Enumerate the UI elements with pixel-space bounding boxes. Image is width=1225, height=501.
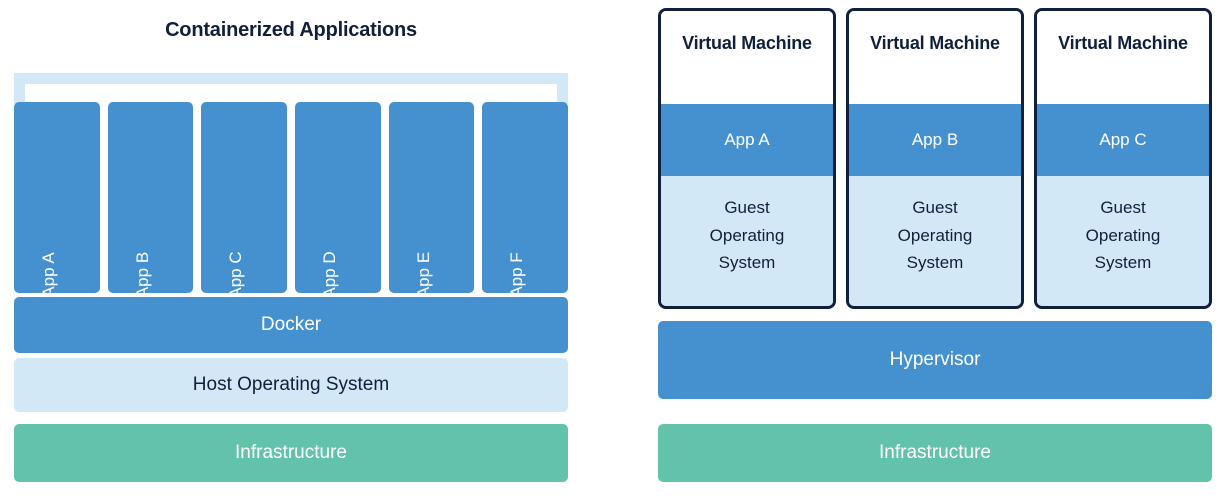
virtual-machine-2[interactable]: Virtual Machine App B Guest Operating Sy… [846,8,1024,309]
vm-title: Virtual Machine [1037,11,1209,104]
virtual-machine-1[interactable]: Virtual Machine App A Guest Operating Sy… [658,8,836,309]
vm-row: Virtual Machine App A Guest Operating Sy… [658,8,1212,309]
vm-title: Virtual Machine [661,11,833,104]
app-container-f[interactable]: App F [482,102,569,298]
infrastructure-layer-left[interactable]: Infrastructure [14,424,568,482]
docker-layer[interactable]: Docker [14,297,568,353]
bracket-left-tab [14,73,25,104]
app-container-label: App B [132,251,152,299]
host-operating-system-layer[interactable]: Host Operating System [14,358,568,412]
bracket-top-bar [14,73,568,84]
vm-guest-os-label: Guest Operating System [849,176,1021,306]
containers-panel: Containerized Applications App A App B A… [0,0,600,501]
vm-app-label: App A [661,104,833,176]
vm-app-label: App C [1037,104,1209,176]
app-container-d[interactable]: App D [295,102,381,299]
hypervisor-layer[interactable]: Hypervisor [658,321,1212,399]
infrastructure-layer-right[interactable]: Infrastructure [658,424,1212,482]
app-container-b[interactable]: App B [107,102,194,298]
app-container-e[interactable]: App E [388,102,475,298]
virtual-machine-3[interactable]: Virtual Machine App C Guest Operating Sy… [1034,8,1212,309]
vm-guest-os-label: Guest Operating System [661,176,833,306]
vm-guest-os-label: Guest Operating System [1037,176,1209,306]
app-container-label: App E [413,251,433,299]
app-container-c[interactable]: App C [201,102,288,299]
app-container-label: App C [226,251,246,299]
vm-title: Virtual Machine [849,11,1021,104]
page-title: Containerized Applications [165,19,417,41]
bracket-right-tab [557,73,568,104]
vm-app-label: App B [849,104,1021,176]
app-container-label: App D [319,251,339,299]
app-container-label: App F [507,252,527,298]
app-container-a[interactable]: App A [14,102,100,298]
app-container-row: App A App B App C App D App E App F [14,102,569,299]
virtual-machines-panel: Virtual Machine App A Guest Operating Sy… [658,0,1225,501]
container-bracket [14,73,568,106]
app-container-label: App A [38,252,58,298]
